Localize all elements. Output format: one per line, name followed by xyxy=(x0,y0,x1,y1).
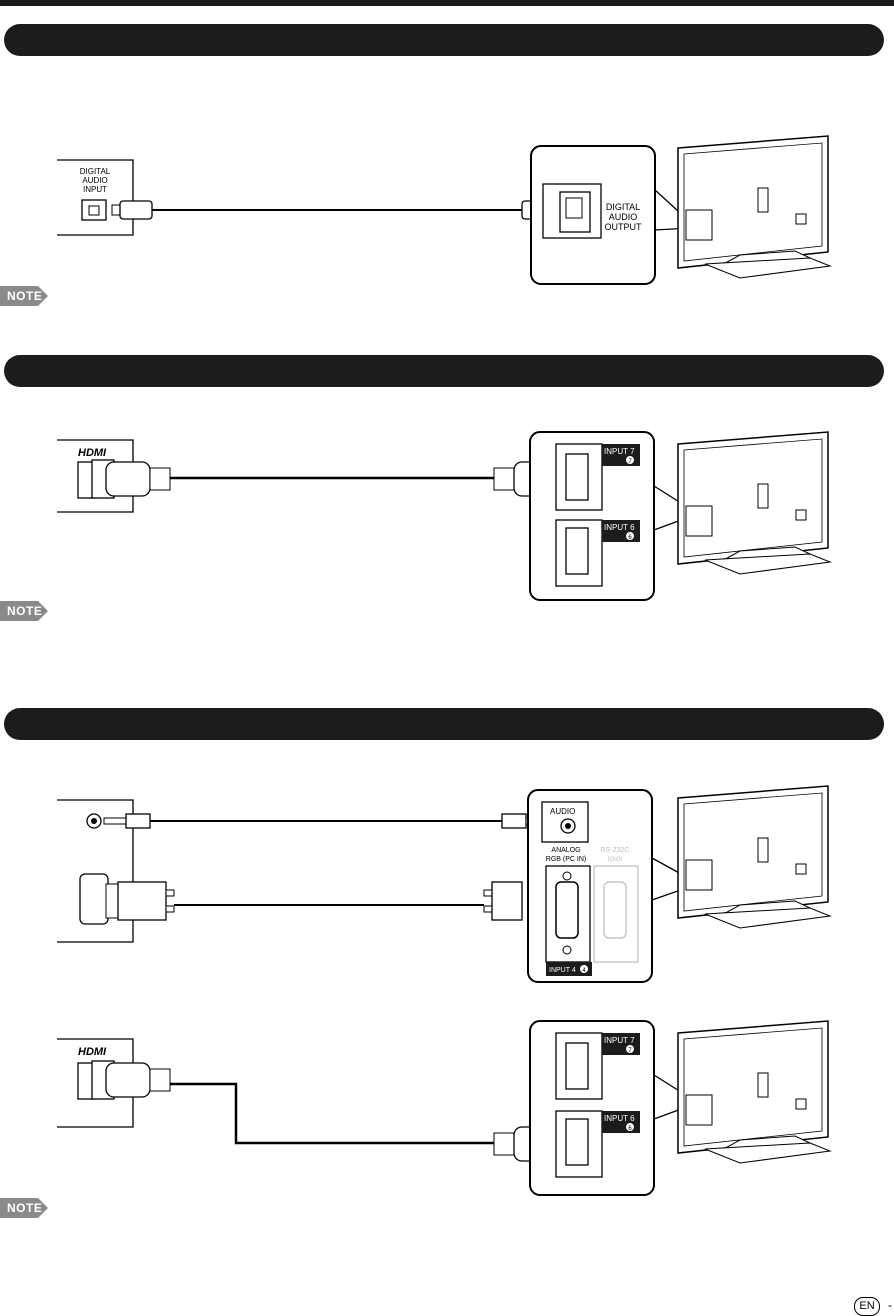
tv-label-line1: DIGITAL xyxy=(606,202,640,212)
diagram-hdmi: HDMI INPUT 7 7 INPUT 6 6 xyxy=(0,430,894,605)
device-label-line1: DIGITAL xyxy=(80,167,111,176)
input7-label: INPUT 7 xyxy=(604,447,635,456)
svg-text:7: 7 xyxy=(628,1048,632,1054)
hdmi-port-input7-icon xyxy=(565,1042,589,1090)
hdmi-port-input7-icon xyxy=(565,453,589,501)
vga-plug-left-icon xyxy=(105,881,175,921)
vga-port-icon xyxy=(79,873,109,925)
svg-text:6: 6 xyxy=(628,535,632,541)
analog-label-line2: RGB (PC IN) xyxy=(546,856,586,863)
input6-label: INPUT 6 xyxy=(604,1114,635,1123)
note-label: NOTE xyxy=(7,289,43,303)
analog-rgb-port-icon xyxy=(555,881,579,939)
section-bar-hdmi xyxy=(4,355,884,387)
vga-plug-right-icon xyxy=(483,881,523,921)
tv-label-line3: OUTPUT xyxy=(605,222,643,232)
tv-rear-icon xyxy=(677,785,832,929)
svg-text:7: 7 xyxy=(628,459,632,465)
input6-label: INPUT 6 xyxy=(604,523,635,532)
device-label-line3: INPUT xyxy=(83,185,107,194)
section-bar-pc xyxy=(4,708,884,740)
page-dash: - xyxy=(888,1298,892,1312)
page-footer: EN - xyxy=(834,1297,894,1316)
svg-text:6: 6 xyxy=(628,1126,632,1132)
audio-device-panel xyxy=(57,159,134,236)
language-mark: EN xyxy=(854,1297,880,1316)
svg-text:4: 4 xyxy=(582,968,586,974)
hdmi-plug-left-icon xyxy=(91,1060,171,1100)
hdmi-logo: HDMI xyxy=(78,1046,107,1058)
audio-plug-left-icon xyxy=(103,813,151,829)
note-label: NOTE xyxy=(7,1201,43,1215)
diagram-pc-analog: AUDIO ANALOG RGB (PC IN) RS-232C IOIOI I… xyxy=(0,785,894,993)
top-rule xyxy=(0,0,894,6)
hdmi-port-input6-icon xyxy=(565,527,589,575)
audio-label: AUDIO xyxy=(550,807,575,816)
section-bar-digital-audio xyxy=(4,24,884,56)
note-badge: NOTE xyxy=(0,601,48,621)
rs232c-port-icon xyxy=(603,881,627,939)
input7-label: INPUT 7 xyxy=(604,1036,635,1045)
diagram-pc-hdmi: HDMI INPUT 7 7 INPUT 6 6 xyxy=(0,1015,894,1205)
note-badge: NOTE xyxy=(0,286,48,306)
tv-rear-icon xyxy=(677,1020,832,1164)
hdmi-cable xyxy=(170,1082,494,1145)
rs232c-label: RS-232C xyxy=(601,847,630,854)
hdmi-port-input6-icon xyxy=(565,1118,589,1166)
hdmi-plug-left-icon xyxy=(91,459,171,499)
note-badge: NOTE xyxy=(0,1198,48,1218)
input4-label: INPUT 4 xyxy=(549,967,576,974)
tv-rear-icon xyxy=(677,431,832,575)
diagram-digital-audio: DIGITAL AUDIO INPUT DIGITAL AUDIO OUTPUT xyxy=(0,135,894,295)
analog-label-line1: ANALOG xyxy=(551,847,580,854)
tv-rear-icon xyxy=(677,135,832,279)
device-label-line2: AUDIO xyxy=(82,176,107,185)
rs232c-sub: IOIOI xyxy=(608,857,623,863)
hdmi-logo: HDMI xyxy=(78,447,107,459)
tv-label-line2: AUDIO xyxy=(609,212,638,222)
note-label: NOTE xyxy=(7,604,43,618)
